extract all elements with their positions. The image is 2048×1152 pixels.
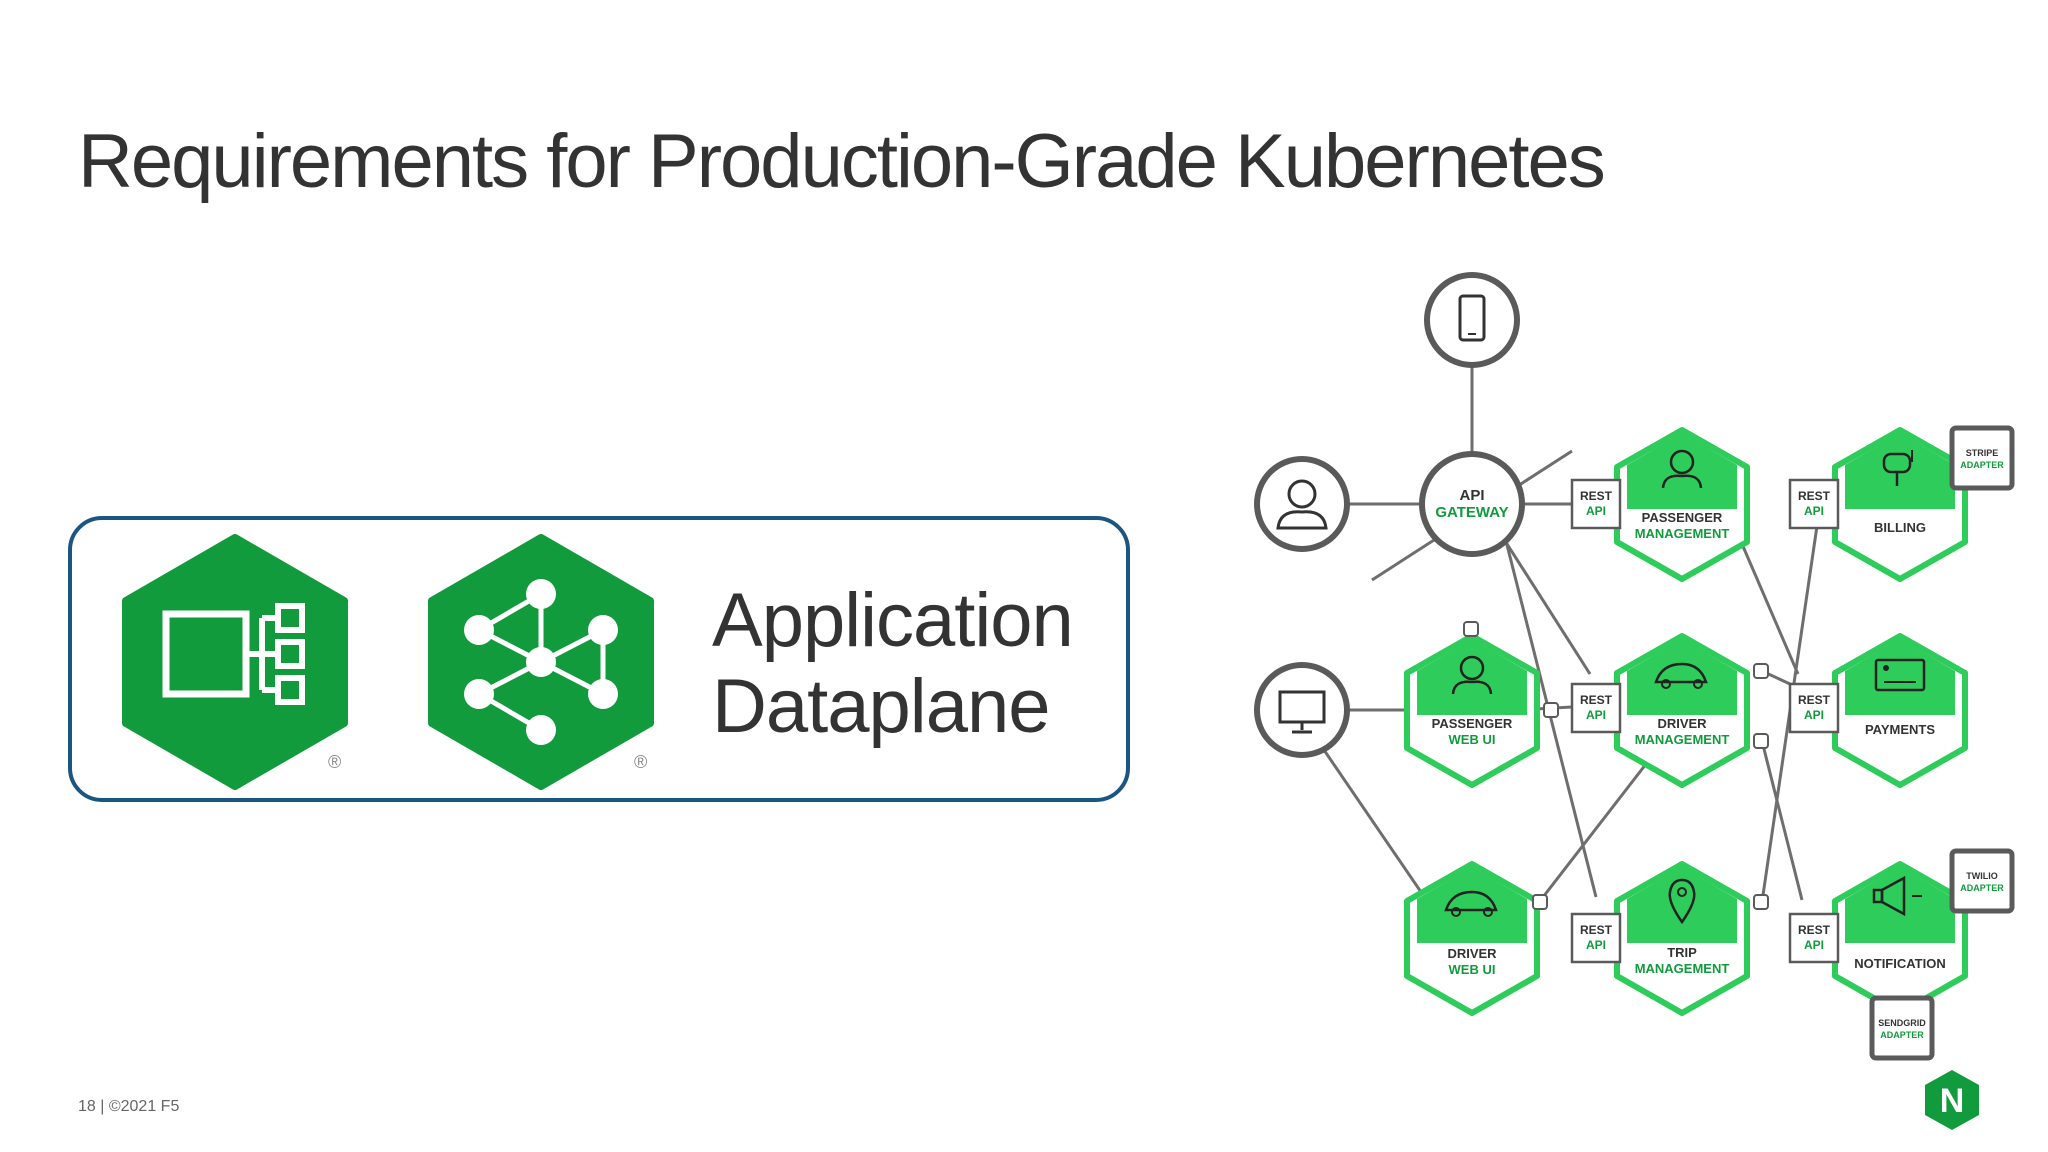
svg-text:SENDGRID: SENDGRID (1878, 1018, 1926, 1028)
svg-text:DRIVER: DRIVER (1657, 716, 1707, 731)
notification-service: NOTIFICATION (1832, 861, 1968, 1016)
driver-management-service: DRIVER MANAGEMENT (1614, 633, 1750, 788)
rest-api-badge: REST API (1570, 682, 1622, 734)
rest-api-badge: REST API (1788, 682, 1840, 734)
svg-text:N: N (1940, 1082, 1965, 1120)
svg-text:REST: REST (1580, 923, 1613, 937)
svg-text:TRIP: TRIP (1667, 945, 1697, 960)
passenger-web-ui-service: PASSENGER WEB UI (1404, 633, 1540, 788)
registered-mark: ® (328, 752, 342, 772)
svg-text:API: API (1804, 504, 1824, 518)
page-title: Requirements for Production-Grade Kubern… (78, 119, 1606, 204)
trip-management-service: TRIP MANAGEMENT (1614, 861, 1750, 1016)
svg-text:API: API (1586, 708, 1606, 722)
desktop-client (1254, 662, 1350, 758)
svg-text:REST: REST (1580, 693, 1613, 707)
billing-service: BILLING (1832, 427, 1968, 582)
svg-text:STRIPE: STRIPE (1966, 448, 1999, 458)
rest-api-badge: REST API (1570, 912, 1622, 964)
stripe-adapter: STRIPE ADAPTER (1949, 425, 2015, 491)
svg-text:ADAPTER: ADAPTER (1960, 460, 2004, 470)
svg-text:TWILIO: TWILIO (1966, 871, 1998, 881)
svg-text:MANAGEMENT: MANAGEMENT (1635, 961, 1730, 976)
svg-text:REST: REST (1798, 693, 1831, 707)
slide-footer: 18 | ©2021 F5 (78, 1098, 180, 1115)
rest-api-badge: REST API (1788, 912, 1840, 964)
svg-text:NOTIFICATION: NOTIFICATION (1854, 956, 1945, 971)
api-gateway: API GATEWAY (1419, 451, 1525, 557)
svg-text:WEB UI: WEB UI (1449, 732, 1496, 747)
svg-text:REST: REST (1580, 489, 1613, 503)
svg-text:BILLING: BILLING (1874, 520, 1926, 535)
person-client (1254, 456, 1350, 552)
registered-mark: ® (634, 752, 648, 772)
passenger-management-service: PASSENGER MANAGEMENT (1614, 427, 1750, 582)
microservices-diagram: API GATEWAY PASSENGER MANAGEMENT BILLING (1200, 250, 2040, 1080)
svg-text:ADAPTER: ADAPTER (1880, 1030, 1924, 1040)
svg-text:PAYMENTS: PAYMENTS (1865, 722, 1935, 737)
svg-text:PASSENGER: PASSENGER (1642, 510, 1723, 525)
nginx-controller-icon (122, 534, 348, 790)
svg-text:GATEWAY: GATEWAY (1435, 504, 1508, 521)
svg-text:API: API (1804, 938, 1824, 952)
svg-text:PASSENGER: PASSENGER (1432, 716, 1513, 731)
application-dataplane-label: Application Dataplane (712, 578, 1074, 750)
dataplane-line-2: Dataplane (712, 664, 1050, 749)
svg-text:DRIVER: DRIVER (1447, 946, 1497, 961)
rest-api-badge: REST API (1570, 478, 1622, 530)
nginx-logo-icon: N (1922, 1068, 1982, 1132)
sendgrid-adapter: SENDGRID ADAPTER (1869, 995, 1935, 1061)
twilio-adapter: TWILIO ADAPTER (1949, 848, 2015, 914)
svg-text:ADAPTER: ADAPTER (1960, 883, 2004, 893)
svg-text:API: API (1586, 504, 1606, 518)
svg-text:API: API (1586, 938, 1606, 952)
dataplane-line-1: Application (712, 578, 1074, 663)
mobile-phone-client (1424, 272, 1520, 368)
svg-text:REST: REST (1798, 489, 1831, 503)
svg-text:API: API (1459, 487, 1484, 504)
driver-web-ui-service: DRIVER WEB UI (1404, 861, 1540, 1016)
svg-text:API: API (1804, 708, 1824, 722)
rest-api-badge: REST API (1788, 478, 1840, 530)
svg-text:MANAGEMENT: MANAGEMENT (1635, 732, 1730, 747)
payments-service: PAYMENTS (1832, 633, 1968, 788)
nginx-service-mesh-icon (428, 534, 654, 790)
svg-text:REST: REST (1798, 923, 1831, 937)
svg-text:WEB UI: WEB UI (1449, 962, 1496, 977)
svg-text:MANAGEMENT: MANAGEMENT (1635, 526, 1730, 541)
